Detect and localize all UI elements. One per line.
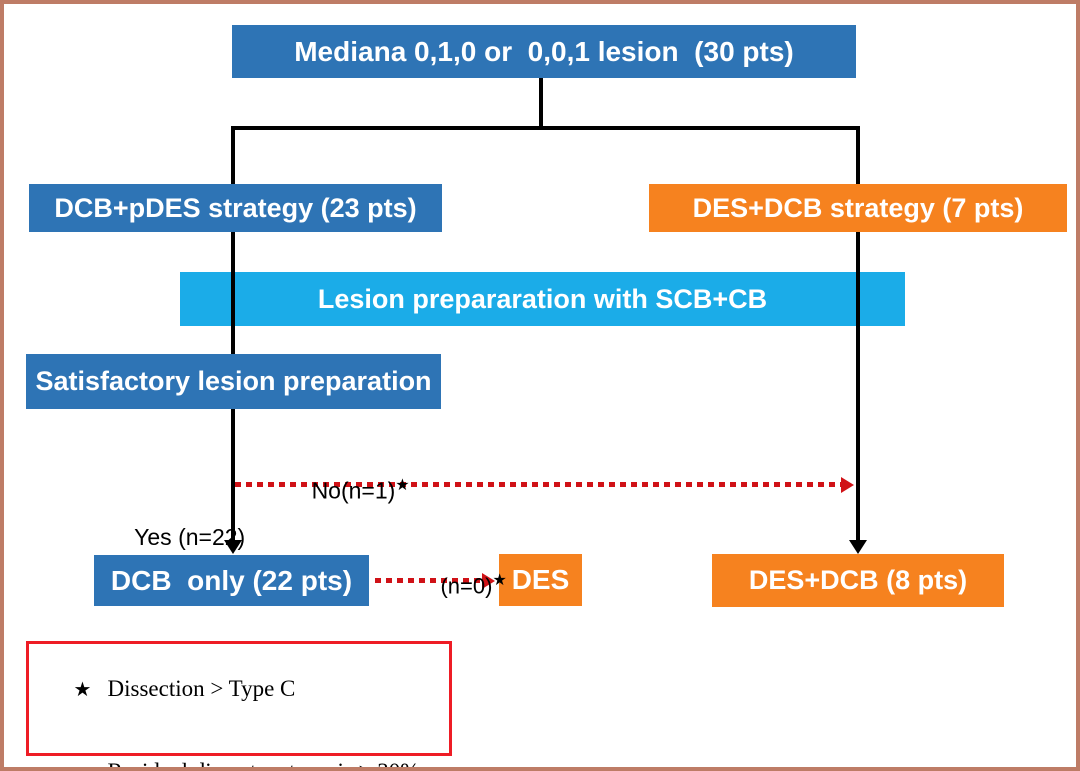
star-marker-icon: ★ [73, 679, 92, 701]
node-satisfactory-preparation-label: Satisfactory lesion preparation [35, 366, 432, 396]
arrowhead-down-right-icon [849, 540, 867, 554]
edge-label-no: No(n=1)★ [286, 448, 410, 532]
node-des: DES [499, 554, 582, 606]
node-des-dcb-8pts: DES+DCB (8 pts) [712, 554, 1004, 607]
footnote-legend-box: ★ Dissection > Type C Residual diameter s… [26, 641, 452, 767]
node-dcb-pdes-strategy: DCB+pDES strategy (23 pts) [29, 184, 442, 232]
edge-label-no-text: No(n=1) [311, 477, 396, 504]
star-superscript-icon: ★ [492, 572, 507, 589]
node-des-dcb-strategy-label: DES+DCB strategy (7 pts) [692, 192, 1024, 223]
node-lesion-preparation: Lesion prepararation with SCB+CB [180, 272, 905, 326]
connector-right-vertical [856, 126, 860, 540]
node-dcb-only-label: DCB only (22 pts) [110, 564, 353, 596]
star-superscript-icon: ★ [395, 477, 410, 494]
arrowhead-right-n0-icon [482, 573, 495, 589]
connector-left-vertical [231, 126, 235, 540]
node-root-label: Mediana 0,1,0 or 0,0,1 lesion (30 pts) [294, 35, 794, 67]
legend-line: ★ Dissection > Type C [39, 648, 441, 731]
node-dcb-pdes-strategy-label: DCB+pDES strategy (23 pts) [54, 192, 417, 223]
node-dcb-only: DCB only (22 pts) [94, 555, 369, 606]
node-des-dcb-8pts-label: DES+DCB (8 pts) [748, 565, 968, 595]
arrowhead-right-no-icon [841, 477, 854, 493]
node-des-dcb-strategy: DES+DCB strategy (7 pts) [649, 184, 1067, 232]
connector-root-stem [539, 78, 543, 127]
legend-line-text: Residual diameter stenosis > 30% [108, 759, 420, 767]
edge-label-n0: (n=0)★ [416, 544, 507, 625]
dotted-arrow-no-line [235, 482, 841, 487]
node-des-label: DES [511, 564, 570, 595]
node-satisfactory-preparation: Satisfactory lesion preparation [26, 354, 441, 409]
legend-line-text: Dissection > Type C [107, 676, 296, 701]
node-lesion-preparation-label: Lesion prepararation with SCB+CB [317, 283, 768, 314]
legend-line: Residual diameter stenosis > 30% [39, 731, 441, 767]
edge-label-n0-text: (n=0) [440, 573, 493, 599]
dotted-arrow-n0-line [375, 578, 482, 583]
edge-label-yes: Yes (n=22) [109, 497, 245, 578]
connector-branch-horizontal [231, 126, 860, 130]
node-root: Mediana 0,1,0 or 0,0,1 lesion (30 pts) [232, 25, 856, 78]
arrowhead-down-left-icon [224, 540, 242, 554]
edge-label-yes-text: Yes (n=22) [134, 524, 246, 550]
